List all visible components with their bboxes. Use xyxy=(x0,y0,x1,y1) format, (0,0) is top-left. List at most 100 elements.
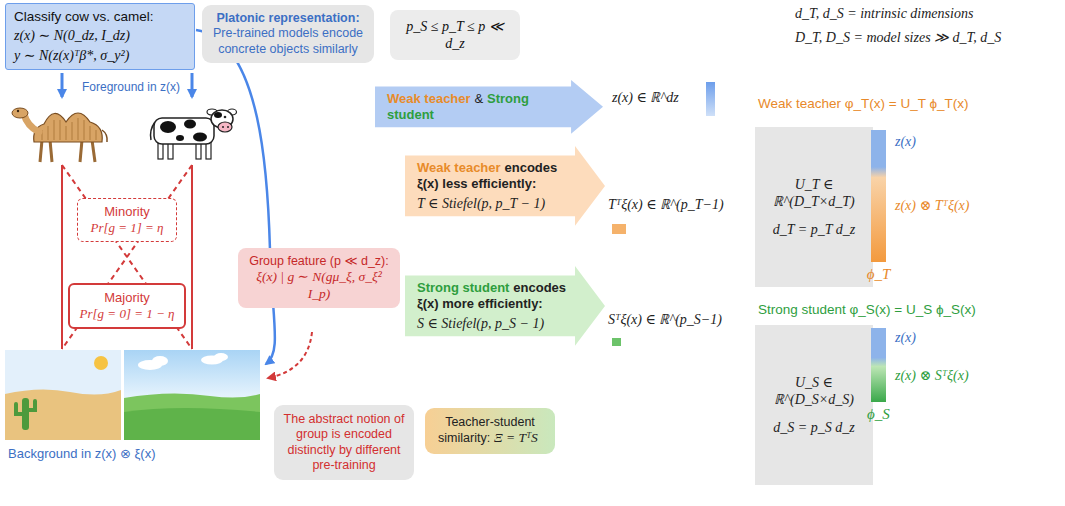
node-text: d_S = p_S d_z xyxy=(773,419,854,436)
node-text: ξ(x) | g ∼ N(gμ_ξ, σ_ξ² I_p) xyxy=(245,269,393,302)
illustration-part xyxy=(34,113,103,142)
feature-bar: z(x)z(x) ⊗ Tᵀξ(x)ϕ_T xyxy=(871,127,1056,287)
illustration-part xyxy=(160,121,176,133)
text-label: z(x) ∈ ℝ^dz xyxy=(612,90,679,107)
feature-block xyxy=(612,224,626,234)
text-label: Weak teacher φ_T(x) = U_T ϕ_T(x) xyxy=(758,96,969,112)
illustration-part xyxy=(154,118,214,144)
node-text: Group feature (p ≪ d_z): xyxy=(245,254,393,269)
node-text: Pr[g = 0] = 1 − η xyxy=(74,306,180,322)
node-text: U_T ∈ ℝ^(D_T×d_T) xyxy=(763,176,865,210)
text-label: Sᵀξ(x) ∈ ℝ^(p_S−1) xyxy=(608,312,722,329)
node-text: ϕ_T xyxy=(859,265,898,283)
illustration-part xyxy=(78,118,79,140)
feature-bar: z(x)z(x) ⊗ Sᵀξ(x)ϕ_S xyxy=(871,325,1056,429)
node-text: Strong student xyxy=(417,280,509,295)
arrow-shape xyxy=(405,266,605,346)
illustration-part xyxy=(5,389,121,440)
text-label: Strong student φ_S(x) = U_S ϕ_S(x) xyxy=(758,302,976,318)
matrix-box: U_T ∈ ℝ^(D_T×d_T) d_T = p_T d_z xyxy=(755,127,873,287)
background-arrow xyxy=(196,30,275,364)
illustration-part xyxy=(54,120,55,140)
illustration-part xyxy=(62,165,192,349)
group-feature-box: Group feature (p ≪ d_z):ξ(x) | g ∼ N(gμ_… xyxy=(238,248,400,308)
gradient-bar xyxy=(871,130,886,262)
node-text: S ∈ Stiefel(p, p_S − 1) xyxy=(417,315,565,332)
illustration-part xyxy=(16,404,22,414)
text-label: Background in z(x) ⊗ ξ(x) xyxy=(8,446,155,462)
illustration-part xyxy=(193,133,207,142)
node-text: z(x) ⊗ Sᵀξ(x) xyxy=(895,367,969,384)
illustration-part xyxy=(224,116,227,119)
illustration-part xyxy=(72,122,73,140)
illustration-part xyxy=(90,126,91,140)
illustration-part xyxy=(102,130,107,142)
illustration-part xyxy=(66,126,67,140)
node-text: Classify cow vs. camel: xyxy=(14,9,186,25)
similarity-box: Teacher-student similarity:Ξ = TᵀS xyxy=(425,408,555,454)
arrow-shape xyxy=(375,80,603,134)
illustration-part xyxy=(80,140,82,162)
note-box: Platonic representation:Pre-trained mode… xyxy=(202,5,374,63)
node-text: T ∈ Stiefel(p, p_T − 1) xyxy=(417,195,565,212)
feature-block xyxy=(706,82,715,116)
arrow-shape xyxy=(405,146,605,226)
illustration-part xyxy=(184,120,196,129)
gradient-bar xyxy=(871,328,886,402)
illustration-part xyxy=(17,110,19,112)
illustration-part xyxy=(214,112,222,118)
minority-box: MinorityPr[g = 1] = η xyxy=(77,198,177,242)
block-arrow: Weak teacherencodes ξ(x) less efficientl… xyxy=(405,146,605,226)
illustration-part xyxy=(218,122,232,132)
node-text: p_S ≤ p_T ≤ p ≪ d_z xyxy=(396,18,514,52)
illustration-part xyxy=(94,356,108,370)
node-text: z(x) ∼ N(0_dz, I_dz) xyxy=(14,27,186,44)
foreground-arrows xyxy=(62,73,192,97)
illustration-part xyxy=(96,130,97,140)
illustration-part xyxy=(92,140,95,162)
feature-block xyxy=(612,338,621,346)
node-text: Majority xyxy=(74,290,180,306)
group-arrow xyxy=(268,332,312,378)
block-arrow: Weak teacher&Strong student xyxy=(375,80,603,134)
node-text: z(x) ⊗ Tᵀξ(x) xyxy=(895,197,969,214)
text-label: d_T, d_S = intrinsic dimensions xyxy=(795,6,973,23)
majority-box: MajorityPr[g = 0] = 1 − η xyxy=(68,283,186,329)
illustration-part xyxy=(61,165,63,349)
illustration-part xyxy=(176,135,184,141)
node-text: y ∼ N(z(x)ᵀβ*, σ_y²) xyxy=(14,47,186,64)
node-text: z(x) xyxy=(895,329,916,346)
node-text: Pr[g = 1] = η xyxy=(82,220,172,236)
illustration-part xyxy=(29,401,35,410)
illustration-part xyxy=(60,120,61,140)
illustration-part xyxy=(222,126,224,128)
illustration-part xyxy=(84,120,85,140)
node-text: d_T = p_T d_z xyxy=(773,221,855,238)
illustration-part xyxy=(62,165,192,349)
illustration-part xyxy=(227,126,229,128)
illustration-part xyxy=(124,393,260,440)
text-label: Tᵀξ(x) ∈ ℝ^(p_T−1) xyxy=(608,197,724,214)
inequality-box: p_S ≤ p_T ≤ p ≪ d_z xyxy=(390,10,520,60)
illustration-part xyxy=(191,165,193,349)
illustration-part xyxy=(40,140,42,162)
task-box: Classify cow vs. camel: z(x) ∼ N(0_dz, I_… xyxy=(5,3,195,70)
cow-picture xyxy=(151,109,237,159)
illustration-part xyxy=(50,140,52,162)
node-text: Weak teacher xyxy=(387,91,471,106)
node-text: Platonic representation: xyxy=(210,11,366,26)
node-text: The abstract notion of group is encoded … xyxy=(282,412,406,473)
node-text: Minority xyxy=(82,204,172,220)
node-text: z(x) xyxy=(895,133,916,150)
text-label: Foreground in z(x) xyxy=(82,80,180,94)
node-text: U_S ∈ ℝ^(D_S×d_S) xyxy=(763,374,865,408)
node-text: ϕ_S xyxy=(859,405,898,423)
text-label: D_T, D_S = model sizes ≫ d_T, d_S xyxy=(795,30,1001,47)
illustration-part xyxy=(5,350,121,396)
illustration-part xyxy=(61,73,64,97)
matrix-box: U_S ∈ ℝ^(D_S×d_S) d_S = p_S d_z xyxy=(755,325,873,485)
grassland-picture xyxy=(124,350,260,440)
illustration-part xyxy=(124,408,260,440)
illustration-part xyxy=(214,353,228,361)
desert-picture xyxy=(5,350,121,440)
